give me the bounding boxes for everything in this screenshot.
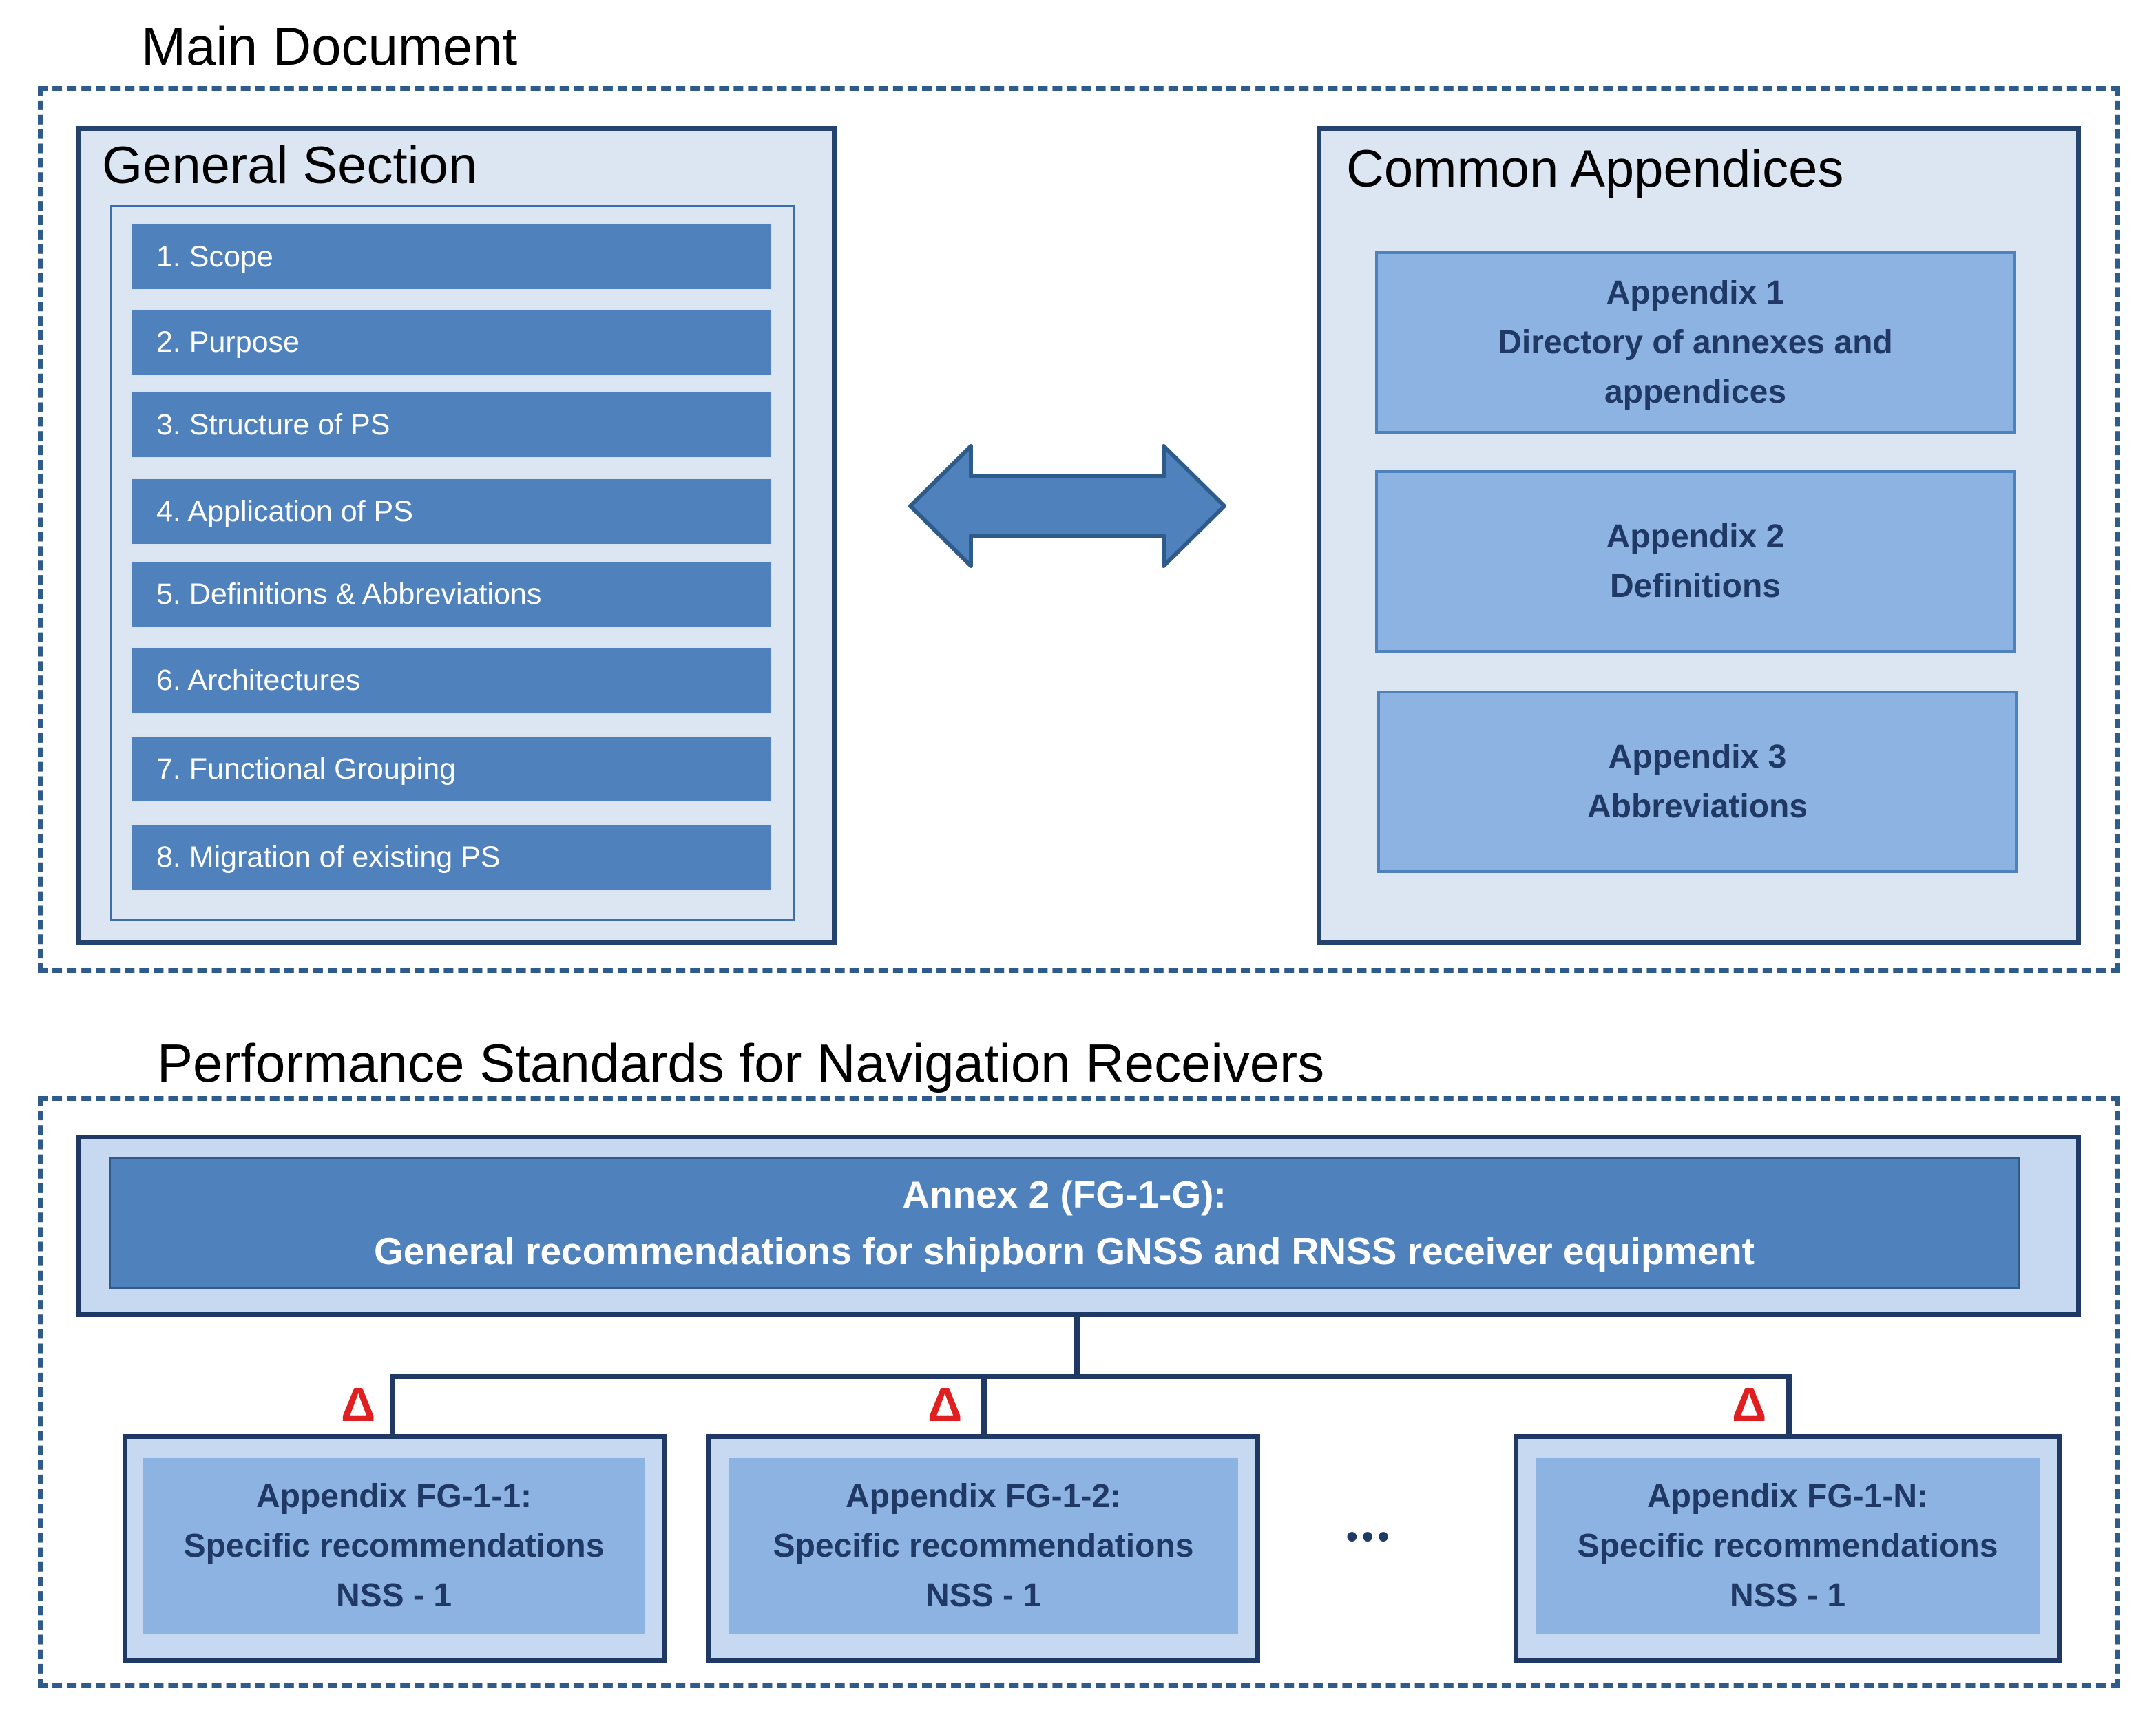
fg-appendix-2-subtitle: Specific recommendations: [773, 1527, 1194, 1564]
delta-symbol-2: Δ: [928, 1378, 963, 1431]
fg-appendix-1-nss: NSS - 1: [335, 1577, 452, 1614]
appendix-3-box: Appendix 3 Abbreviations: [1377, 691, 2018, 873]
appendix-3-line-2: Abbreviations: [1587, 788, 1808, 825]
general-section-title: General Section: [102, 136, 477, 195]
performance-standards-frame: [38, 1096, 2120, 1688]
fg-appendix-1-subtitle: Specific recommendations: [183, 1527, 605, 1564]
fg-appendix-2-title: Appendix FG-1-2:: [845, 1477, 1121, 1515]
fg-appendix-1-box: Appendix FG-1-1: Specific recommendation…: [143, 1458, 645, 1634]
section-item-architectures: 6. Architectures: [129, 646, 773, 715]
fg-appendix-n-box: Appendix FG-1-N: Specific recommendation…: [1536, 1458, 2040, 1634]
annex-title: Annex 2 (FG-1-G):: [902, 1173, 1226, 1216]
section-item-functional-grouping: 7. Functional Grouping: [129, 735, 773, 803]
main-document-title: Main Document: [141, 16, 518, 76]
connector-trunk: [1074, 1317, 1080, 1379]
appendix-1-line-3: appendices: [1604, 373, 1787, 410]
section-item-migration: 8. Migration of existing PS: [129, 823, 773, 892]
section-item-structure: 3. Structure of PS: [129, 390, 773, 459]
delta-symbol-1: Δ: [341, 1378, 376, 1431]
ellipsis: •••: [1346, 1519, 1394, 1555]
connector-drop-1: [390, 1374, 395, 1437]
fg-appendix-1-title: Appendix FG-1-1:: [255, 1477, 532, 1515]
appendix-3-line-1: Appendix 3: [1608, 738, 1787, 775]
appendix-2-box: Appendix 2 Definitions: [1375, 470, 2016, 653]
fg-appendix-2-nss: NSS - 1: [925, 1577, 1042, 1614]
connector-drop-2: [981, 1374, 987, 1437]
appendix-1-line-2: Directory of annexes and: [1498, 324, 1893, 361]
fg-appendix-n-title: Appendix FG-1-N:: [1647, 1477, 1928, 1515]
connector-drop-3: [1786, 1374, 1792, 1437]
section-item-scope: 1. Scope: [129, 222, 773, 291]
main-document-frame: [38, 86, 2120, 973]
appendix-1-box: Appendix 1 Directory of annexes and appe…: [1375, 251, 2016, 434]
appendix-2-line-1: Appendix 2: [1606, 518, 1785, 555]
common-appendices-title: Common Appendices: [1346, 140, 1844, 198]
fg-appendix-n-nss: NSS - 1: [1729, 1577, 1846, 1614]
section-item-application: 4. Application of PS: [129, 477, 773, 546]
performance-standards-title: Performance Standards for Navigation Rec…: [157, 1033, 1325, 1093]
fg-appendix-2-box: Appendix FG-1-2: Specific recommendation…: [729, 1458, 1238, 1634]
appendix-2-line-2: Definitions: [1610, 567, 1781, 604]
delta-symbol-3: Δ: [1732, 1378, 1767, 1431]
appendix-1-line-1: Appendix 1: [1606, 274, 1785, 311]
section-item-purpose: 2. Purpose: [129, 308, 773, 377]
annex-box: Annex 2 (FG-1-G): General recommendation…: [109, 1157, 2020, 1289]
annex-description: General recommendations for shipborn GNS…: [374, 1230, 1755, 1272]
section-item-definitions: 5. Definitions & Abbreviations: [129, 560, 773, 629]
fg-appendix-n-subtitle: Specific recommendations: [1577, 1527, 1998, 1564]
double-arrow-icon: [908, 444, 1226, 568]
connector-bus: [390, 1374, 1792, 1379]
